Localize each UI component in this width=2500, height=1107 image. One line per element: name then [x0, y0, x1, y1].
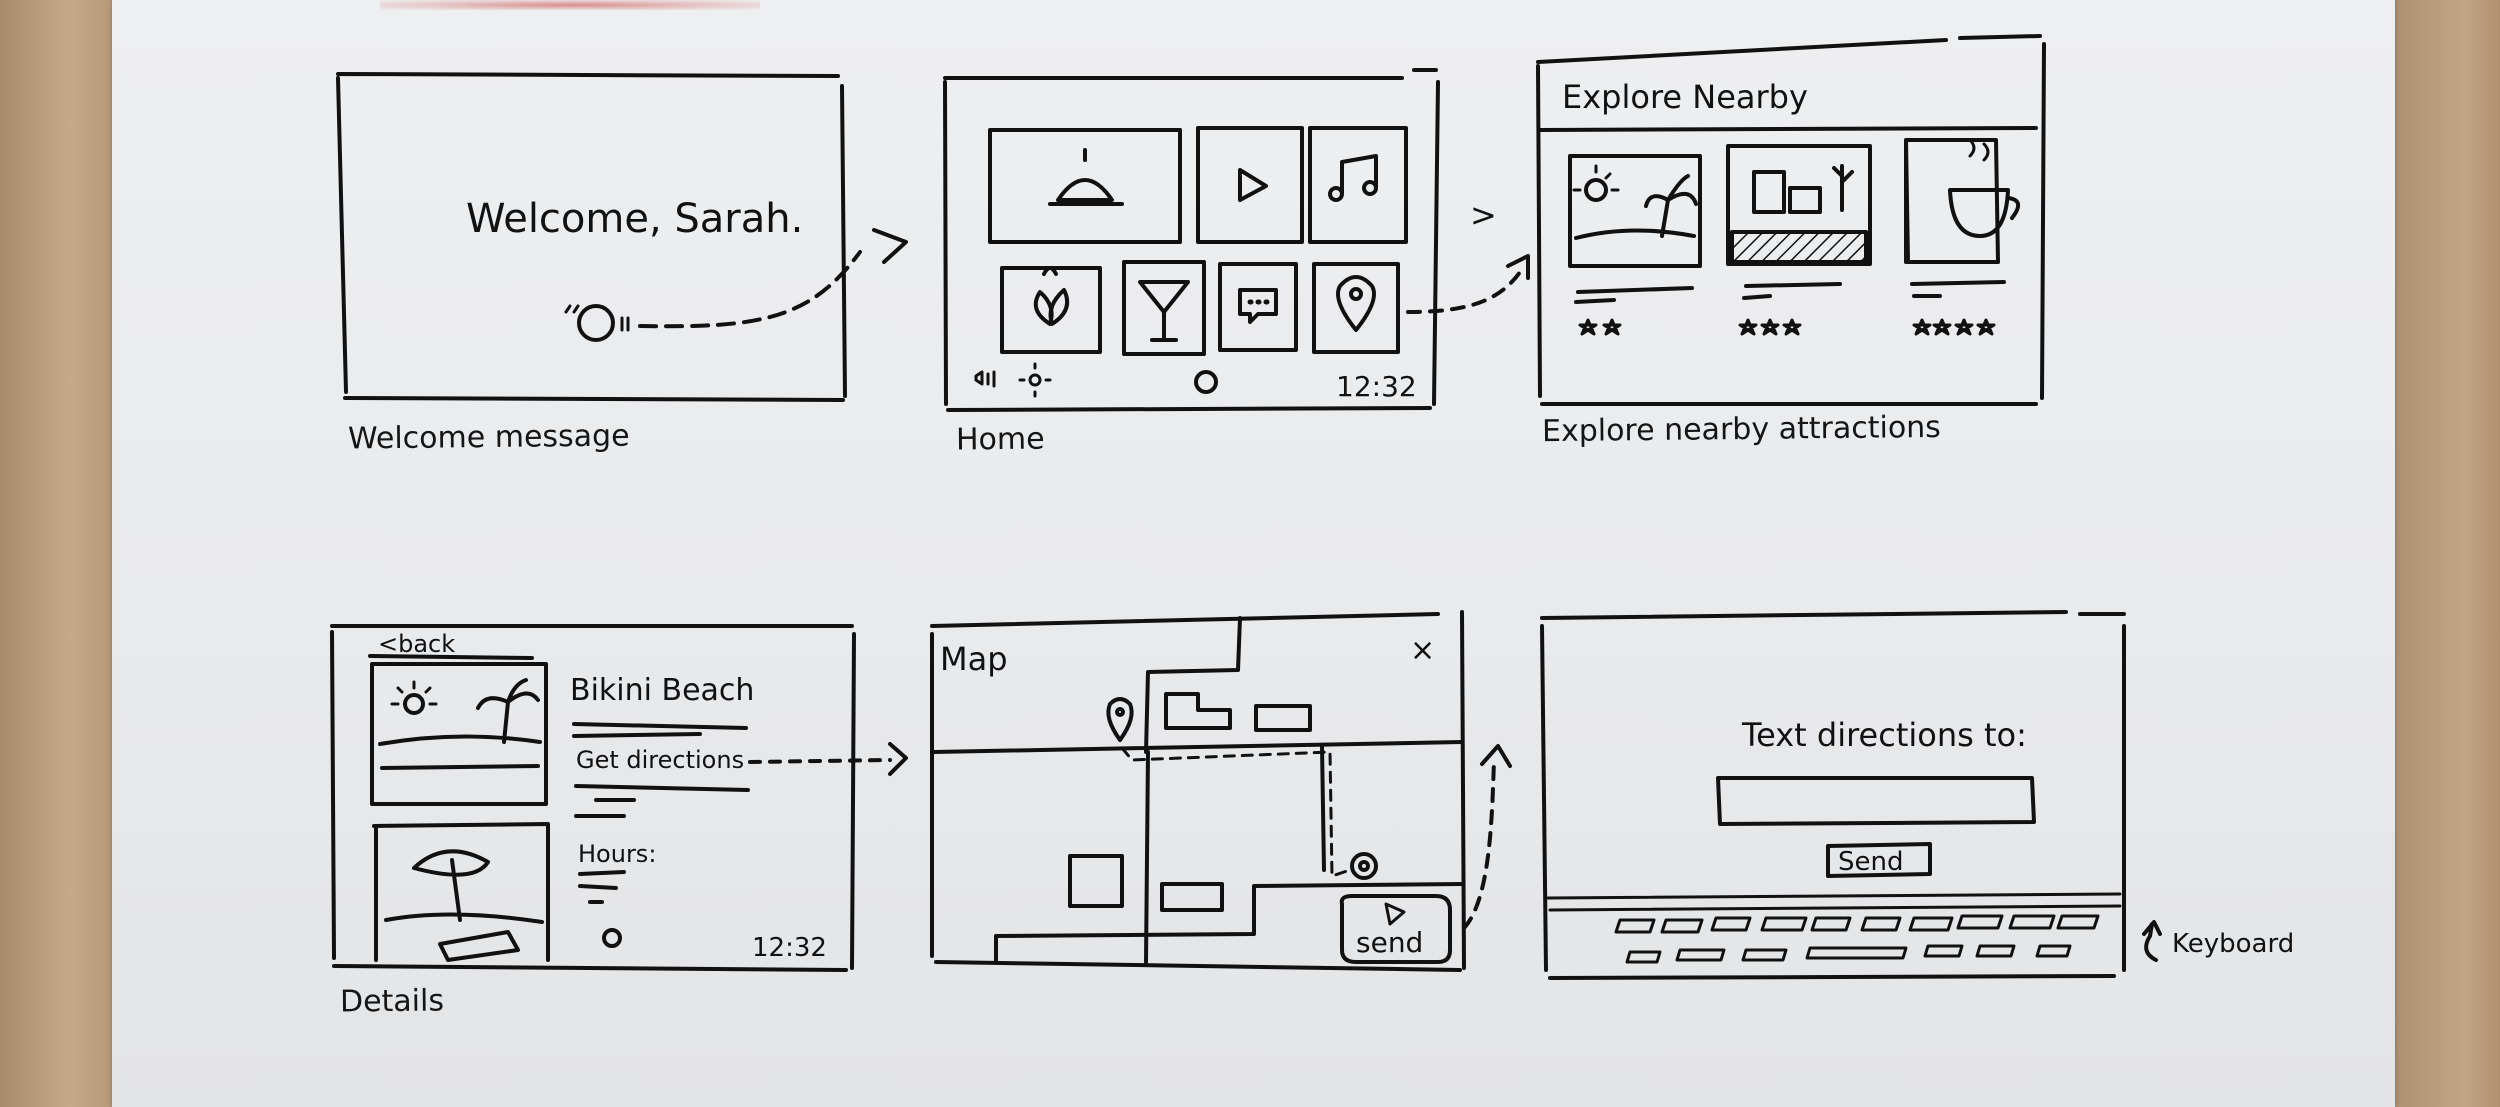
- map-building: [1160, 882, 1224, 912]
- map-start-pin-icon: [1106, 697, 1134, 742]
- details-photo-umbrella: [372, 822, 550, 962]
- map-send-button[interactable]: send: [1339, 894, 1452, 964]
- tile-video: [1196, 126, 1304, 244]
- keyboard-annotation: Keyboard: [2172, 929, 2294, 959]
- caption-explore: Explore nearby attractions: [1541, 409, 1942, 450]
- home-clock: 12:32: [1336, 370, 1417, 403]
- tile-chat: [1218, 262, 1298, 352]
- welcome-greeting: Welcome, Sarah.: [466, 196, 803, 242]
- status-icons: [974, 362, 1052, 398]
- tile-location: [1312, 262, 1400, 354]
- music-note-icon: [1328, 154, 1378, 202]
- details-hours-label: Hours:: [578, 840, 656, 868]
- text-directions-prompt: Text directions to:: [1741, 716, 2027, 754]
- details-clock: 12:32: [752, 933, 827, 963]
- details-home-button[interactable]: [602, 928, 622, 948]
- light-reflection: [380, 0, 760, 10]
- caption-home: Home: [955, 421, 1045, 458]
- on-screen-keyboard[interactable]: [1546, 892, 2122, 964]
- frame-home: 12:32 >: [943, 68, 1530, 412]
- map-destination-icon: [1350, 852, 1378, 880]
- desk-right-edge: [2380, 0, 2500, 1107]
- map-close-button[interactable]: ×: [1410, 633, 1435, 668]
- caption-details: Details: [339, 983, 445, 1020]
- dining-bell-icon: [1048, 148, 1124, 206]
- tile-dining: [988, 128, 1182, 244]
- location-pin-icon: [1336, 275, 1376, 332]
- map-building: [1068, 854, 1124, 908]
- phone-number-field[interactable]: [1716, 776, 2036, 826]
- map-send-label: send: [1356, 926, 1423, 959]
- explore-card-cafe[interactable]: [1904, 138, 2020, 336]
- details-photo-beach: [370, 662, 548, 806]
- explore-card-beach[interactable]: [1568, 154, 1702, 336]
- plant-icon: [1033, 266, 1069, 326]
- frame-details: <back Bikini Beach Get directions Hours:: [330, 624, 908, 972]
- chat-icon: [1238, 288, 1278, 324]
- cocktail-icon: [1138, 280, 1190, 342]
- tile-music: [1308, 126, 1408, 244]
- home-next-chevron: >: [1470, 196, 1497, 234]
- explore-card-city[interactable]: [1726, 144, 1872, 336]
- voice-assistant-icon: [564, 304, 630, 342]
- frame-text-directions: Text directions to: Send Keyboard: [1540, 610, 2294, 980]
- play-icon: [1238, 168, 1268, 202]
- explore-title: Explore Nearby: [1562, 78, 1808, 116]
- text-directions-send-button[interactable]: Send: [1826, 842, 1932, 878]
- frame-map: Map ×: [930, 610, 1512, 972]
- desk-left-edge: [0, 0, 118, 1107]
- details-place-name: Bikini Beach: [570, 673, 754, 708]
- map-title: Map: [940, 640, 1008, 678]
- frame-explore: Explore Nearby: [1536, 34, 2046, 406]
- caption-welcome: Welcome message: [347, 418, 630, 457]
- map-building: [1164, 692, 1232, 730]
- frame-welcome: Welcome, Sarah.: [336, 72, 908, 402]
- home-button[interactable]: [1194, 370, 1218, 394]
- text-directions-send-label: Send: [1838, 847, 1903, 877]
- map-building: [1254, 704, 1312, 732]
- details-get-directions[interactable]: Get directions: [576, 746, 744, 774]
- details-back-link[interactable]: <back: [378, 630, 455, 658]
- tile-bar: [1122, 260, 1206, 356]
